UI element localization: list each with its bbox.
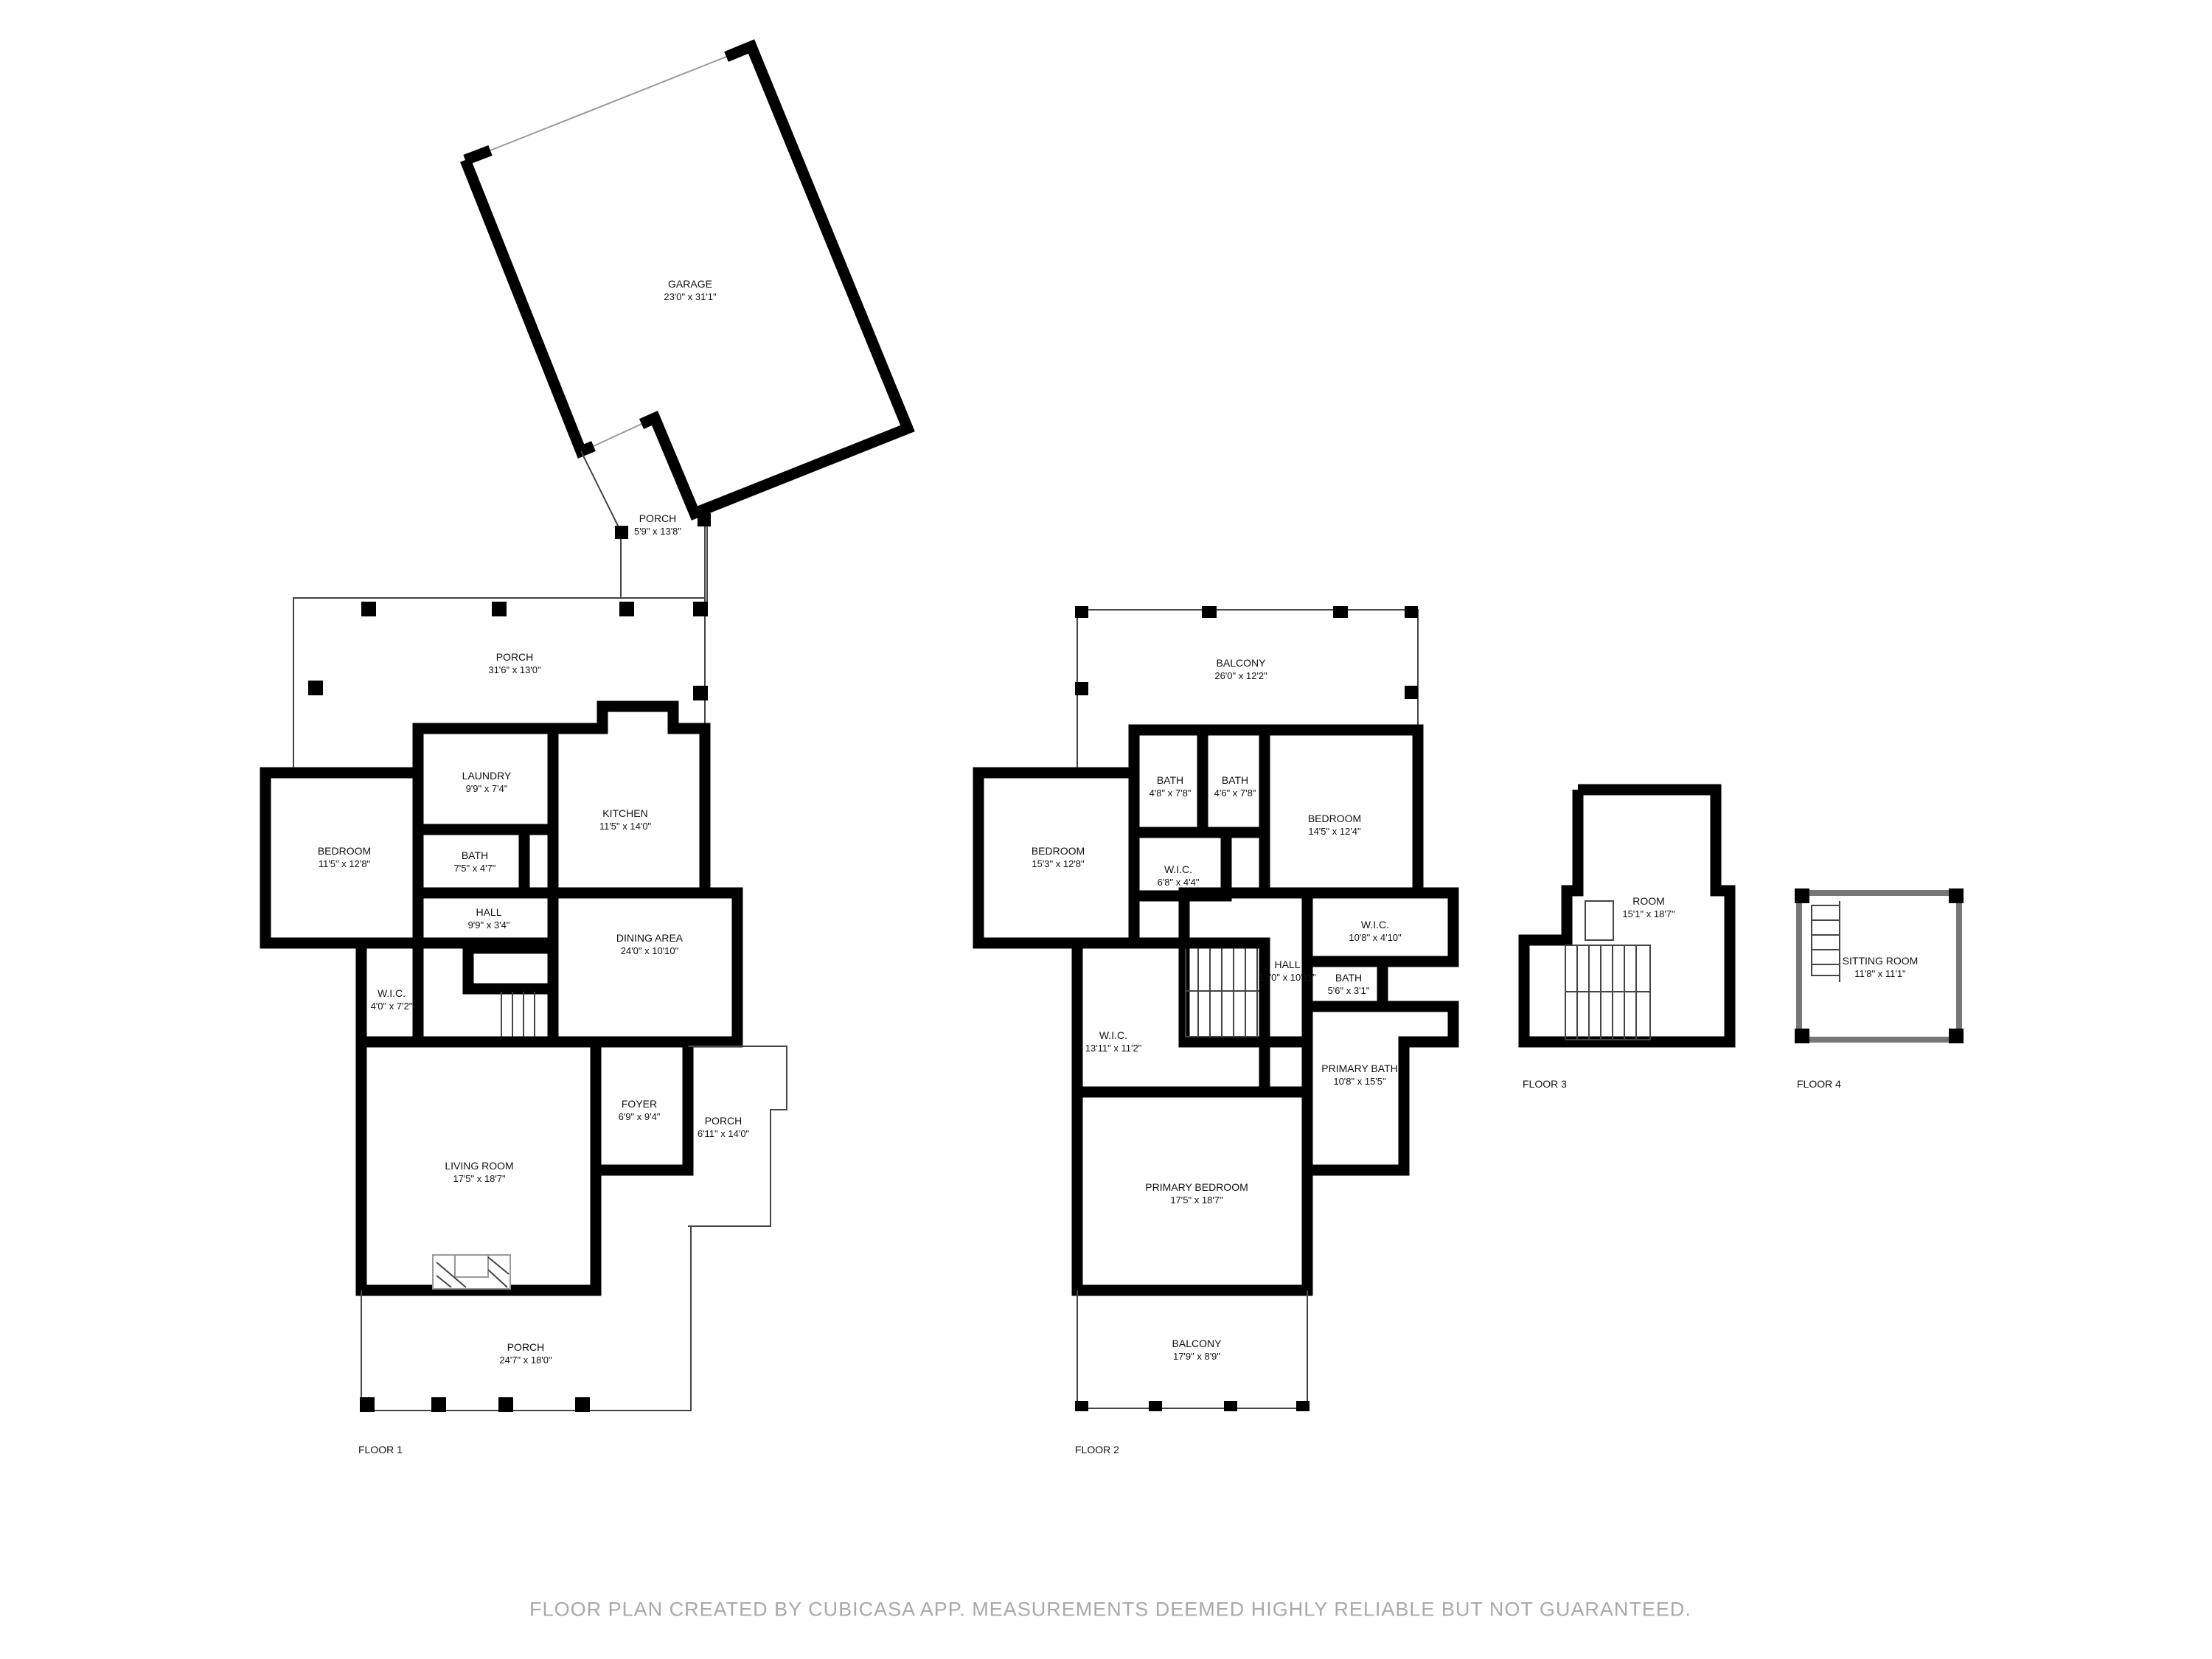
room-dims: 11'5" x 14'0" <box>599 820 652 832</box>
room-name: BEDROOM <box>1031 845 1085 858</box>
room-dims: 9'9" x 3'4" <box>467 919 510 931</box>
room-name: PORCH <box>507 1341 545 1354</box>
room-name: BATH <box>1156 774 1184 787</box>
room-name: BEDROOM <box>317 845 372 858</box>
floor-4-label: FLOOR 4 <box>1797 1078 1841 1090</box>
room-name: SITTING ROOM <box>1842 955 1919 967</box>
room-dims: 4'8" x 7'8" <box>1149 787 1192 799</box>
room-name: PORCH <box>495 651 534 664</box>
floor-2-label: FLOOR 2 <box>1075 1444 1119 1455</box>
room-name: W.I.C. <box>377 987 406 1000</box>
room-name: W.I.C. <box>1099 1029 1128 1042</box>
room-wic: W.I.C.4'0" x 7'2" <box>371 987 413 1012</box>
room-dims: 31'6" x 13'0" <box>488 664 541 675</box>
room-dims: 15'3" x 12'8" <box>1032 858 1085 869</box>
room-dims: 17'9" x 8'9" <box>1172 1350 1221 1362</box>
room-name: BEDROOM <box>1307 813 1362 825</box>
room-dims: 6'11" x 14'0" <box>697 1127 750 1139</box>
room-dims: 24'7" x 18'0" <box>499 1354 552 1366</box>
room-dims: 23'0" x 31'1" <box>664 291 717 302</box>
room-wic-large: W.I.C.13'11" x 11'2" <box>1085 1029 1142 1054</box>
room-name: ROOM <box>1632 895 1665 908</box>
room-dims: 11'8" x 11'1" <box>1854 967 1906 979</box>
room-dims: 15'1" x 18'7" <box>1622 908 1675 919</box>
room-wic-right: W.I.C.10'8" x 4'10" <box>1349 919 1401 944</box>
room-dims: 10'8" x 4'10" <box>1349 931 1402 943</box>
room-dims: 17'5" x 18'7" <box>1170 1194 1223 1206</box>
room-dims: 5'9" x 13'8" <box>633 525 682 537</box>
room-dims: 10'8" x 15'5" <box>1333 1075 1386 1087</box>
room-name: GARAGE <box>668 278 712 291</box>
room-wic-small: W.I.C.6'8" x 4'4" <box>1158 863 1200 888</box>
room-dims: 11'5" x 12'8" <box>318 858 371 869</box>
room-name: KITCHEN <box>602 807 648 820</box>
room-name: FOYER <box>621 1098 658 1110</box>
room-name: PORCH <box>704 1115 742 1127</box>
floor-1-walls <box>260 39 915 1412</box>
room-name: BATH <box>1221 774 1249 787</box>
floor-4-walls <box>1795 888 1964 1043</box>
room-name: PRIMARY BEDROOM <box>1145 1181 1248 1194</box>
room-name: BALCONY <box>1216 657 1266 669</box>
room-dims: 4'0" x 7'2" <box>370 1000 413 1012</box>
room-name: HALL <box>476 906 502 919</box>
room-dims: 13'0" x 10'11" <box>1259 971 1316 983</box>
room-dims: 24'0" x 10'10" <box>620 945 679 956</box>
room-dims: 6'9" x 9'4" <box>618 1110 661 1122</box>
room-dims: 6'8" x 4'4" <box>1157 876 1200 888</box>
room-name: LIVING ROOM <box>445 1160 514 1172</box>
disclaimer-footer: FLOOR PLAN CREATED BY CUBICASA APP. MEAS… <box>529 1598 1691 1621</box>
room-dims: 4'6" x 7'8" <box>1214 787 1256 799</box>
room-name: BATH <box>461 849 489 862</box>
floor-3-walls <box>1518 784 1736 1048</box>
floor-2-walls <box>973 606 1459 1411</box>
room-name: PRIMARY BATH <box>1321 1062 1398 1075</box>
floor-1-label: FLOOR 1 <box>358 1444 403 1455</box>
room-name: LAUNDRY <box>462 770 512 782</box>
room-name: W.I.C. <box>1164 863 1193 876</box>
room-name: BALCONY <box>1172 1338 1222 1350</box>
room-name: HALL <box>1274 959 1301 971</box>
room-dims: 5'6" x 3'1" <box>1327 984 1370 996</box>
room-dims: 9'9" x 7'4" <box>465 782 508 794</box>
floor-3-label: FLOOR 3 <box>1523 1078 1567 1090</box>
room-dims: 26'0" x 12'2" <box>1214 669 1267 681</box>
room-dims: 7'5" x 4'7" <box>453 862 496 874</box>
room-name: BATH <box>1335 972 1363 984</box>
room-name: W.I.C. <box>1360 919 1390 931</box>
room-name: PORCH <box>639 512 677 525</box>
room-dims: 17'5" x 18'7" <box>453 1172 506 1184</box>
room-dims: 14'5" x 12'4" <box>1308 825 1361 837</box>
room-dims: 13'11" x 11'2" <box>1085 1042 1142 1054</box>
room-name: DINING AREA <box>616 932 684 945</box>
